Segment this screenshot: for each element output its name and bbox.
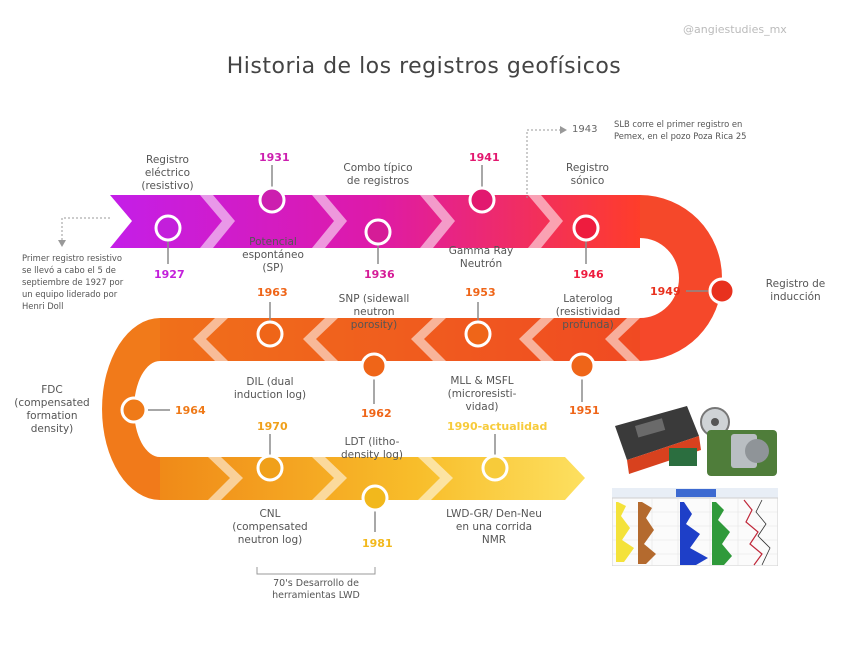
event-year: 1964: [175, 404, 206, 417]
event-year: 1951: [569, 404, 600, 417]
arrow-1927: [58, 240, 66, 247]
event-marker-1953: [464, 302, 492, 348]
event-marker-1941: [468, 165, 496, 214]
event-year: 1936: [364, 268, 395, 281]
event-year: 1946: [573, 268, 604, 281]
dashed-connectors: [61, 129, 560, 575]
event-year: 1927: [154, 268, 185, 281]
event-year: 1949: [650, 285, 681, 298]
event-label: Registro eléctrico (resistivo): [141, 154, 194, 192]
marker-dot: [364, 218, 392, 246]
event-year: 1962: [361, 407, 392, 420]
event-label: Gamma Ray Neutrón: [448, 245, 514, 270]
event-year: 1941: [469, 151, 500, 164]
log-track-brown: [638, 502, 656, 564]
event-label: Registro de inducción: [765, 278, 826, 303]
event-year: 1981: [362, 537, 393, 550]
event-label: Potencial espontáneo (SP): [242, 236, 304, 274]
logging-unit-screen: [634, 418, 666, 438]
drum-end: [745, 439, 769, 463]
logging-unit-front: [627, 436, 701, 474]
event-label: Registro sónico: [566, 162, 609, 187]
log-track-green: [712, 502, 732, 565]
marker-dot: [708, 277, 736, 305]
event-label: DIL (dual induction log): [233, 376, 307, 401]
event-marker-1970: [256, 434, 284, 482]
marker-dot: [258, 186, 286, 214]
log-curve-black: [755, 499, 771, 566]
marker-dot: [256, 454, 284, 482]
event-marker-1927: [154, 214, 182, 264]
marker-dot: [120, 396, 148, 424]
event-label: MLL & MSFL (microresisti- vidad): [447, 375, 517, 413]
road-curve-right: [640, 195, 722, 361]
marker-dot: [464, 320, 492, 348]
event-marker-1951: [568, 352, 596, 402]
event-year: 1970: [257, 420, 288, 433]
event-marker-1946: [572, 214, 600, 264]
event-year: 1963: [257, 286, 288, 299]
event-marker-1981: [361, 484, 389, 532]
marker-dot: [572, 214, 600, 242]
note-70s: 70's Desarrollo de herramientas LWD: [272, 578, 360, 601]
event-marker-1964: [120, 396, 170, 424]
event-year: 1931: [259, 151, 290, 164]
marker-dot: [481, 454, 509, 482]
event-label: SNP (sidewall neutron porosity): [338, 293, 410, 331]
note-1943: SLB corre el primer registro en Pemex, e…: [614, 119, 747, 141]
note-1943-year: 1943: [572, 124, 598, 135]
log-header-badge: [676, 489, 716, 497]
marker-dot: [568, 352, 596, 380]
event-label: CNL (compensated neutron log): [232, 508, 308, 546]
event-marker-1963: [256, 302, 284, 348]
event-marker-1962: [360, 352, 388, 404]
cable-reel-hub: [711, 418, 719, 426]
log-track-yellow: [616, 502, 634, 562]
event-label: FDC (compensated formation density): [14, 384, 90, 435]
note-1927: Primer registro resistivo se llevó a cab…: [22, 253, 124, 311]
event-label: Laterolog (resistividad profunda): [555, 293, 621, 331]
interface-box: [669, 448, 697, 466]
arrow-1943: [560, 126, 567, 134]
well-log-image: [612, 488, 778, 566]
marker-dot: [361, 484, 389, 512]
marker-dot: [468, 186, 496, 214]
log-curve-red: [743, 499, 763, 566]
event-marker-1936: [364, 218, 392, 264]
logging-unit-box: [615, 406, 699, 460]
page-title: Historia de los registros geofísicos: [226, 54, 622, 79]
event-markers: [120, 165, 736, 532]
road-chevrons: [193, 195, 640, 500]
event-label: LDT (litho- density log): [341, 436, 403, 461]
logging-equipment-image: [615, 406, 777, 476]
log-track-blue: [680, 502, 708, 565]
event-label: Combo típico de registros: [343, 162, 413, 187]
watermark: @angiestudies_mx: [683, 23, 787, 36]
event-year: 1990-actualidad: [447, 420, 548, 433]
event-marker-1990-actualidad: [481, 434, 509, 482]
marker-dot: [360, 352, 388, 380]
event-label: LWD-GR/ Den-Neu en una corrida NMR: [446, 508, 542, 546]
marker-dot: [256, 320, 284, 348]
event-year: 1953: [465, 286, 496, 299]
marker-dot: [154, 214, 182, 242]
event-marker-1949: [686, 277, 736, 305]
event-marker-1931: [258, 165, 286, 214]
